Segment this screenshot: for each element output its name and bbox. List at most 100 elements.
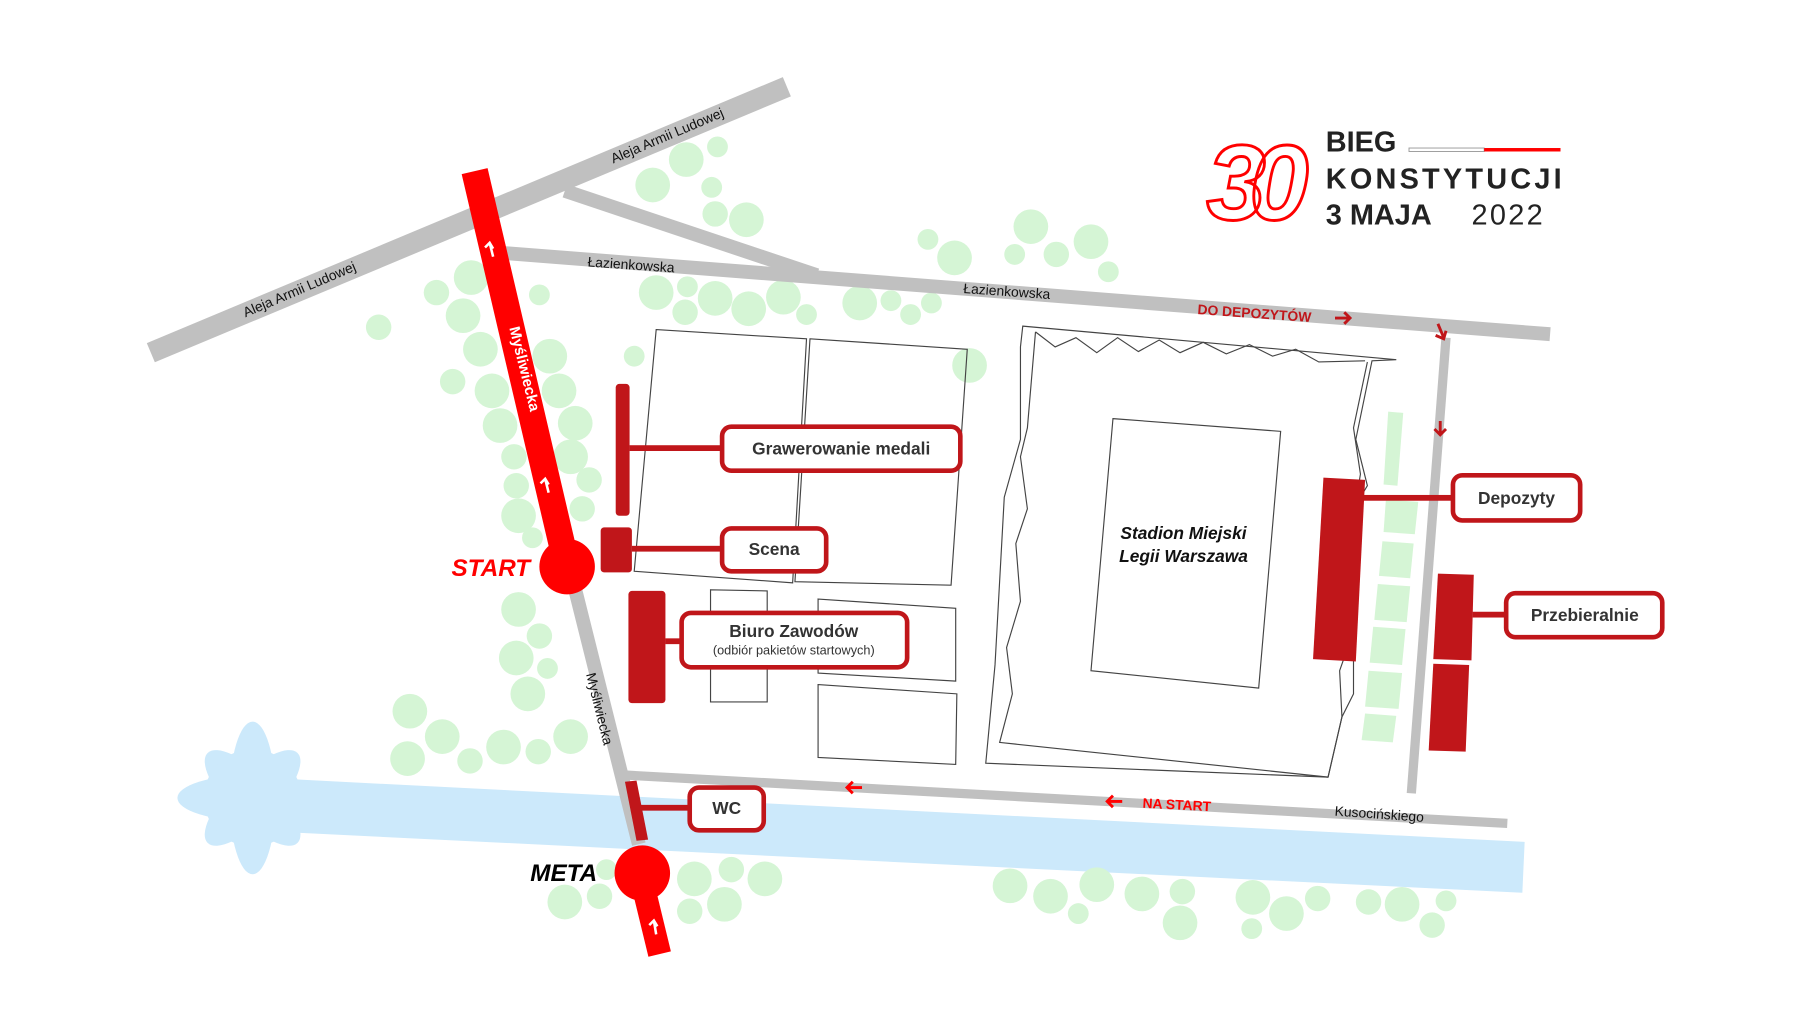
tree-icon [501,498,536,534]
tree-icon [1235,880,1271,915]
start-point [539,538,595,595]
trees [365,136,1457,941]
finish-label: META [530,860,597,887]
street-label-aleja-armii-ludowej: Aleja Armii Ludowej [608,104,726,166]
changing-rooms-label: Przebieralnie [1531,605,1639,625]
tree-icon [668,142,704,177]
tree-icon [729,202,764,238]
logo-line3: 3 MAJA [1326,199,1432,231]
race-route: Myśliwiecka START META [451,168,671,957]
to-start-label: NA START [1142,795,1212,815]
tree-icon [937,240,972,276]
river [177,721,1525,893]
tree-icon [1043,241,1070,268]
tree-icon [424,719,460,754]
facility-stage[interactable]: Scena [600,526,829,574]
tree-icon [486,729,521,765]
tree-icon [697,281,733,316]
tree-icon [510,676,546,712]
tree-icon [623,345,645,367]
tree-icon [731,291,767,327]
tree-icon [707,886,742,922]
tree-icon [638,275,674,310]
tree-icon [952,348,987,383]
tree-icon [482,408,518,443]
tree-icon [569,496,595,522]
tree-icon [553,439,588,475]
tree-icon [992,868,1028,904]
tree-icon [557,405,593,441]
tree-icon [1241,918,1263,940]
facility-engraving[interactable]: Grawerowanie medali [615,383,963,516]
tree-icon [880,290,902,312]
tree-icon [1013,209,1049,245]
finish-point [614,845,671,901]
arrow-up-icon [648,918,659,935]
tree-icon [672,299,698,325]
tree-icon [718,856,745,883]
stadium-name-line2: Legii Warszawa [1119,546,1248,566]
tree-icon [1079,867,1115,903]
stage-label: Scena [749,539,800,559]
tree-icon [1073,224,1109,260]
street-label-aleja-armii-ludowej: Aleja Armii Ludowej [240,258,358,320]
arrow-left-icon [1105,794,1123,809]
facility-race-office[interactable]: Biuro Zawodów (odbiór pakietów startowyc… [628,590,910,704]
facility-changing-rooms[interactable]: Przebieralnie [1428,573,1665,752]
tree-icon [1162,905,1198,941]
tree-icon [532,338,568,374]
arrow-right-icon [1335,311,1353,325]
tree-icon [528,284,550,306]
tree-icon [1435,890,1457,912]
tree-icon [463,331,498,367]
race-office-label: Biuro Zawodów [729,621,859,641]
facility-deposits[interactable]: Depozyty [1313,472,1583,662]
tree-icon [501,592,536,627]
tree-icon [553,719,588,754]
tree-icon [596,859,617,881]
tree-icon [445,298,481,334]
tree-icon [541,373,577,409]
tree-icon [796,304,817,325]
stadium-name-line1: Stadion Miejski [1120,523,1247,543]
tree-icon [676,276,698,298]
tree-icon [917,228,939,250]
tree-icon [522,527,543,549]
tree-icon [921,292,942,314]
street-label-lazienkowska: Łazienkowska [587,253,675,275]
facility-wc[interactable]: WC [624,780,767,841]
tree-icon [474,373,510,409]
tree-icon [1304,885,1331,912]
tree-icon [766,279,801,315]
tree-icon [576,467,602,493]
street-label-lazienkowska: Łazienkowska [963,280,1051,302]
logo-number: 30 [1206,124,1308,243]
tree-icon [842,285,878,321]
tree-icon [1384,886,1420,922]
tree-icon [392,693,428,729]
tree-icon [498,640,534,676]
tree-icon [586,883,613,909]
deposits-label: Depozyty [1478,488,1555,508]
arrow-left-icon [844,780,863,795]
engraving-label: Grawerowanie medali [752,438,930,458]
tree-icon [676,898,703,924]
street-label-kusocinskiego: Kusocińskiego [1334,803,1425,825]
tree-icon [747,861,783,897]
tree-icon [635,167,671,203]
tree-icon [547,884,583,920]
tree-icon [1097,261,1119,283]
tree-icon [525,738,551,765]
tree-icon [537,658,558,679]
tree-icon [1269,896,1304,931]
tree-icon [457,748,483,774]
tree-icon [900,304,922,325]
tree-icon [365,314,392,340]
logo-line1: BIEG [1326,126,1397,158]
green-strips [1361,411,1419,743]
tree-icon [439,368,466,395]
tree-icon [1067,903,1089,924]
tree-icon [1355,889,1382,915]
roads [146,77,1551,846]
